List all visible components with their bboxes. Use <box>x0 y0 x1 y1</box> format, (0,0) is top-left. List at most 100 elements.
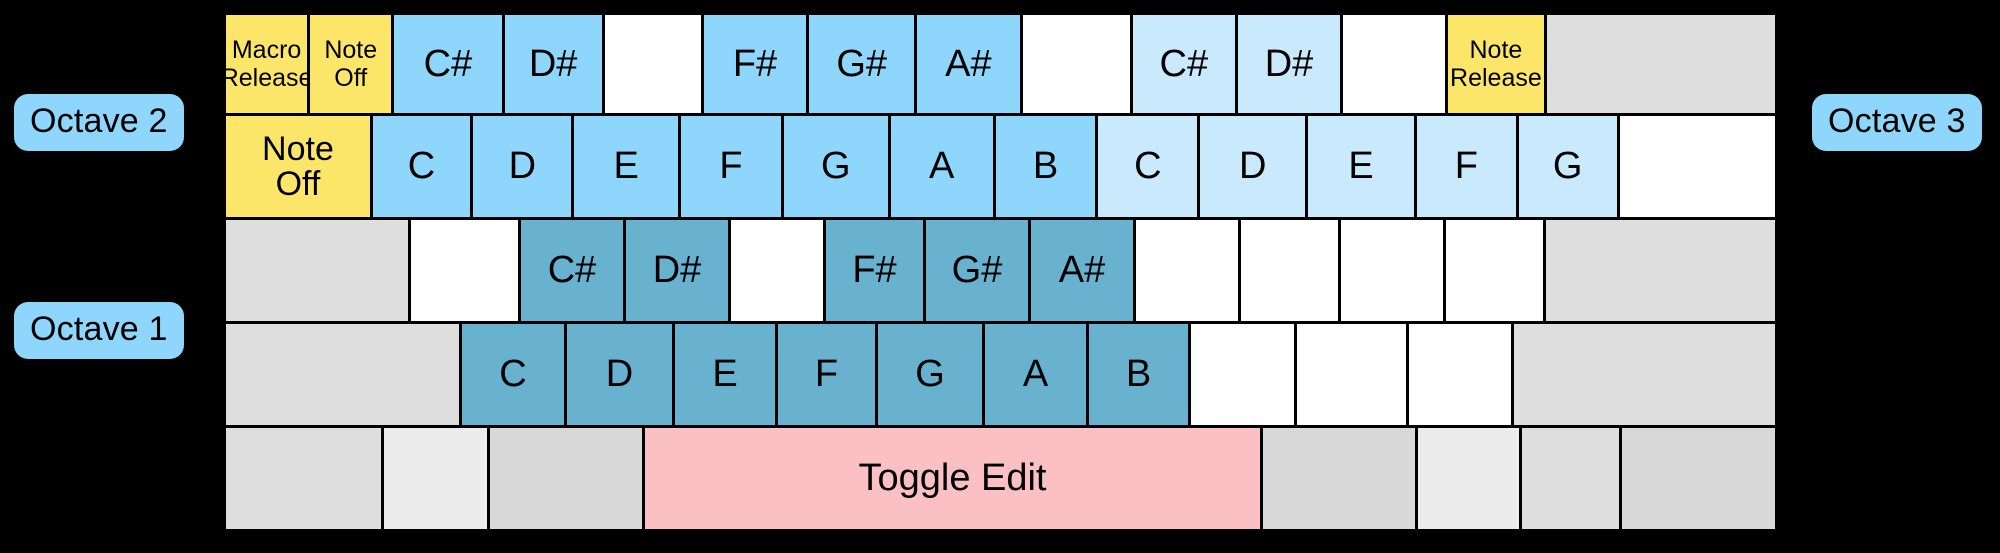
key-octave1-sharps-gsharp-6[interactable]: G# <box>926 220 1031 324</box>
key-octave1-naturals-g-5[interactable]: G <box>878 324 985 428</box>
key-octave2-naturals-b-7[interactable]: B <box>995 116 1099 220</box>
key-function-row-empty-6 <box>1521 428 1622 532</box>
key-octave2-naturals-d-2[interactable]: D <box>473 116 575 220</box>
octave-1-label: Octave 1 <box>14 302 184 359</box>
key-label: G <box>915 353 945 396</box>
key-octave2-sharps-empty-13 <box>1546 15 1778 116</box>
key-octave2-naturals-d-9[interactable]: D <box>1200 116 1308 220</box>
key-octave2-sharps-csharp-2[interactable]: C# <box>394 15 505 116</box>
key-octave2-naturals-g-12[interactable]: G <box>1518 116 1620 220</box>
key-octave2-sharps-asharp-7[interactable]: A# <box>917 15 1023 116</box>
key-octave1-naturals-b-7[interactable]: B <box>1089 324 1191 428</box>
key-octave1-sharps-empty-10 <box>1341 220 1446 324</box>
key-octave2-sharps-dsharp-3[interactable]: D# <box>504 15 605 116</box>
key-label: D <box>1238 145 1267 188</box>
key-octave1-sharps-empty-9 <box>1241 220 1341 324</box>
key-octave2-sharps-csharp-9[interactable]: C# <box>1132 15 1238 116</box>
key-label: G# <box>951 249 1003 292</box>
key-label: A# <box>1058 249 1106 292</box>
key-octave1-naturals-empty-11 <box>1514 324 1778 428</box>
key-octave1-sharps-empty-8 <box>1136 220 1241 324</box>
key-function-row-empty-5 <box>1417 428 1522 532</box>
key-octave2-naturals-f-4[interactable]: F <box>680 116 785 220</box>
key-label: F# <box>852 249 897 292</box>
key-label: C <box>499 353 527 396</box>
key-octave2-naturals-e-10[interactable]: E <box>1307 116 1418 220</box>
key-label: D# <box>652 249 702 292</box>
key-octave1-sharps-empty-0 <box>226 220 411 324</box>
key-function-row-empty-4 <box>1262 428 1418 532</box>
key-octave1-naturals-empty-0 <box>226 324 462 428</box>
key-octave2-sharps-dsharp-10[interactable]: D# <box>1237 15 1344 116</box>
key-function-row-empty-1 <box>384 428 490 532</box>
key-octave1-naturals-empty-9 <box>1297 324 1409 428</box>
key-label: A <box>929 145 955 188</box>
key-octave2-naturals-c-8[interactable]: C <box>1098 116 1201 220</box>
key-label: E <box>1348 145 1374 188</box>
key-label: D <box>508 145 537 188</box>
key-label: C <box>407 145 436 188</box>
key-label: F <box>719 145 743 188</box>
key-function-row-toggle-edit-3[interactable]: Toggle Edit <box>644 428 1263 532</box>
key-octave1-sharps-empty-11 <box>1446 220 1546 324</box>
key-octave2-naturals-g-5[interactable]: G <box>784 116 891 220</box>
key-label: F <box>814 353 839 396</box>
key-row-function-row: Toggle Edit <box>226 428 1778 532</box>
key-label: E <box>613 145 639 188</box>
key-octave2-sharps-empty-4 <box>604 15 704 116</box>
key-octave2-naturals-a-6[interactable]: A <box>890 116 996 220</box>
key-octave2-sharps-gsharp-6[interactable]: G# <box>809 15 918 116</box>
key-function-row-empty-7 <box>1621 428 1778 532</box>
key-octave2-sharps-empty-11 <box>1343 15 1449 116</box>
key-label: B <box>1125 353 1152 396</box>
key-label: C# <box>423 42 473 85</box>
key-label: B <box>1032 145 1059 188</box>
key-label: A# <box>945 42 992 85</box>
octave-2-label: Octave 2 <box>14 94 184 151</box>
key-label: A <box>1022 353 1049 396</box>
key-octave1-naturals-a-6[interactable]: A <box>985 324 1089 428</box>
key-octave2-sharps-fsharp-5[interactable]: F# <box>703 15 810 116</box>
key-octave2-sharps-empty-8 <box>1022 15 1133 116</box>
key-octave2-naturals-c-1[interactable]: C <box>372 116 474 220</box>
key-label: F <box>1454 145 1479 188</box>
key-octave2-naturals-e-3[interactable]: E <box>574 116 681 220</box>
octave-3-label: Octave 3 <box>1812 94 1982 151</box>
key-octave1-naturals-empty-10 <box>1409 324 1514 428</box>
key-octave1-sharps-dsharp-3[interactable]: D# <box>626 220 731 324</box>
key-label: E <box>712 353 738 396</box>
key-octave1-sharps-csharp-2[interactable]: C# <box>521 220 626 324</box>
key-function-row-empty-0 <box>226 428 384 532</box>
key-octave1-naturals-f-4[interactable]: F <box>778 324 878 428</box>
key-label: C <box>1134 145 1162 188</box>
key-label: D# <box>1264 42 1314 85</box>
key-label: G# <box>836 42 888 85</box>
key-octave1-naturals-d-2[interactable]: D <box>567 324 675 428</box>
key-octave1-naturals-c-1[interactable]: C <box>462 324 567 428</box>
key-octave2-naturals-f-11[interactable]: F <box>1417 116 1519 220</box>
key-octave1-sharps-empty-12 <box>1546 220 1778 324</box>
key-octave1-sharps-asharp-7[interactable]: A# <box>1031 220 1136 324</box>
key-label: G <box>1552 145 1583 188</box>
key-octave1-naturals-empty-8 <box>1191 324 1297 428</box>
key-label: C# <box>547 249 597 292</box>
key-octave2-naturals-empty-13 <box>1619 116 1778 220</box>
key-label: G <box>821 145 851 188</box>
key-label: C# <box>1159 42 1209 85</box>
key-label: D <box>605 353 634 396</box>
key-octave1-naturals-e-3[interactable]: E <box>675 324 778 428</box>
key-octave1-sharps-fsharp-5[interactable]: F# <box>826 220 926 324</box>
key-function-row-empty-2 <box>490 428 645 532</box>
